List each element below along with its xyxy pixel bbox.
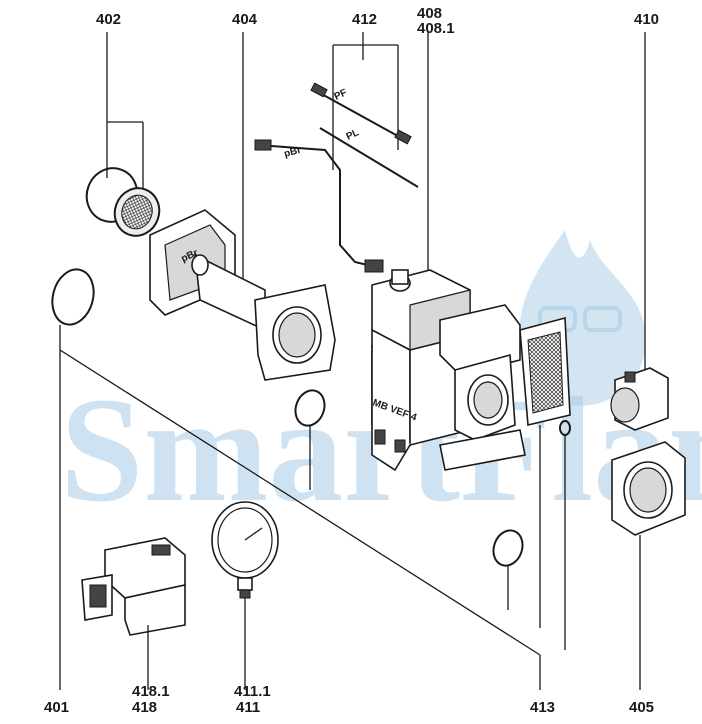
- part-413-gaskets: [294, 316, 571, 690]
- part-404-flange-pipe: pBr: [149, 32, 336, 381]
- part-402-filter-set: [85, 32, 161, 237]
- label-401: 401: [44, 699, 69, 716]
- label-412: 412: [352, 11, 377, 28]
- tube-pl-text: PL: [345, 127, 361, 142]
- label-408-1: 408.1: [417, 20, 455, 37]
- label-410: 410: [634, 11, 659, 28]
- label-402: 402: [96, 11, 121, 28]
- label-404: 404: [232, 11, 258, 28]
- part-412-capillary-tubes: PF PL pBr: [254, 32, 419, 273]
- label-408: 408: [417, 5, 442, 22]
- glasses-logo-right: [583, 306, 622, 332]
- label-405: 405: [629, 699, 654, 716]
- part-405-flange: [611, 441, 686, 690]
- part-401-o-ring: [51, 268, 95, 690]
- label-413: 413: [530, 699, 555, 716]
- part-418-plug: [81, 537, 186, 690]
- label-418-1: 418.1: [132, 683, 170, 700]
- label-411-1: 411.1: [234, 683, 271, 700]
- tube-pbr-text: pBr: [283, 145, 303, 160]
- leader-401-413: [59, 349, 541, 656]
- part-411-pressure-gauge: [211, 501, 279, 690]
- label-418: 418: [132, 699, 157, 716]
- tube-pf-text: PF: [333, 87, 349, 102]
- part-408-gas-valve: MB VEF 4: [371, 32, 526, 472]
- label-411: 411: [236, 699, 260, 716]
- part-410-module: [610, 32, 669, 431]
